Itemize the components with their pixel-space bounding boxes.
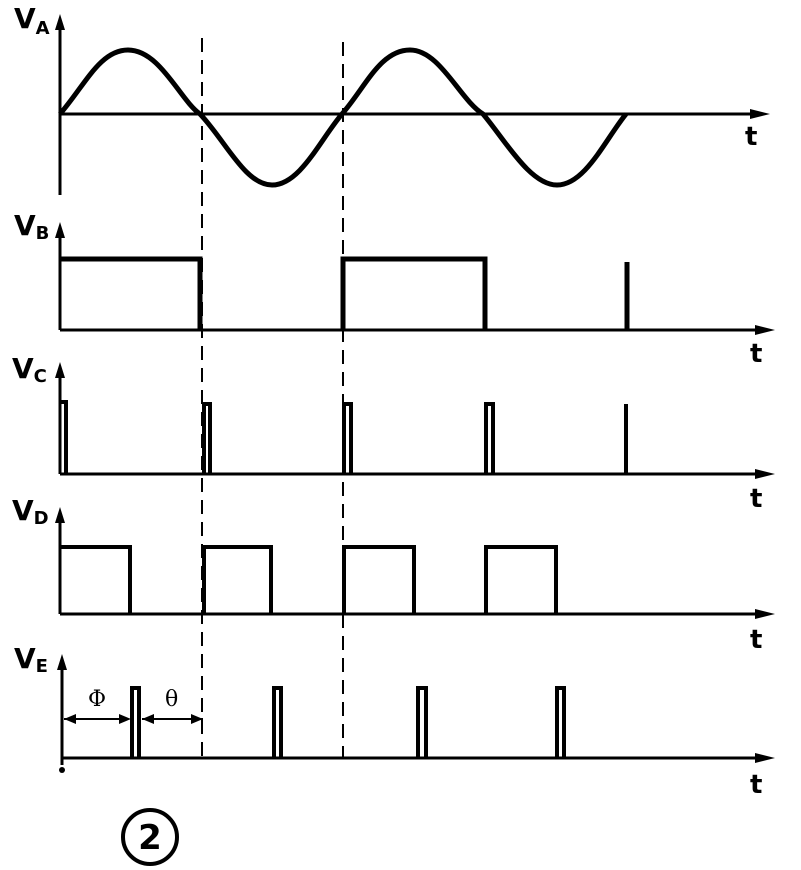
vd-label: VD [12,494,49,529]
phi-arrow-right [119,714,131,724]
vc-pulse-2 [202,402,212,474]
panel-vb: VB t [14,209,775,369]
va-vertical-arrow [55,14,65,30]
vb-pulse-2 [340,256,488,330]
ve-time-arrow [755,753,775,763]
panel-ve: Φ θ VE t [14,642,775,800]
va-t-label: t [745,122,757,152]
figure-number: 2 [138,818,162,858]
theta-label: θ [165,687,178,712]
vc-pulse-4 [484,402,495,474]
ve-subscript: E [36,656,48,677]
vd-pulse-4 [484,545,558,614]
ve-pulse-3 [416,686,428,758]
vc-vertical-arrow [55,362,65,378]
vc-label: VC [12,352,47,387]
vd-time-arrow [755,609,775,619]
panel-va: VA t [14,2,770,195]
vd-pulse-2 [202,545,273,614]
vb-t-label: t [750,339,762,369]
ve-vertical-arrow [57,654,67,670]
panel-vd: VD t [12,494,775,655]
vb-time-arrow [755,325,775,335]
vb-pulse-1 [60,256,203,330]
ve-origin-dot [59,767,65,773]
vd-vertical-arrow [55,507,65,523]
theta-arrow-right [191,714,203,724]
va-subscript: A [36,18,50,39]
vb-vertical-arrow [55,222,65,238]
ve-pulse-4 [555,686,566,758]
vb-label: VB [14,209,49,244]
ve-label: VE [14,642,48,677]
vc-t-label: t [750,484,762,514]
vc-subscript: C [34,366,47,387]
vd-t-label: t [750,625,762,655]
ve-pulse-2 [272,686,283,758]
phi-label: Φ [88,687,106,712]
vc-pulse-1 [60,400,68,474]
figure-number-circle [121,808,179,866]
vd-subscript: D [34,508,49,529]
vd-pulse-1 [60,545,132,614]
ve-t-label: t [750,770,762,800]
panel-vc: VC t [12,352,775,514]
va-time-arrow [750,109,770,119]
vd-pulse-3 [342,545,416,614]
va-label: VA [14,2,50,39]
figure-number-badge: 2 [121,808,179,866]
theta-arrow-left [142,714,154,724]
phi-arrow-left [64,714,76,724]
vb-subscript: B [36,223,50,244]
ve-pulse-1 [130,686,141,758]
vc-time-arrow [755,469,775,479]
vc-pulse-3 [342,402,353,474]
